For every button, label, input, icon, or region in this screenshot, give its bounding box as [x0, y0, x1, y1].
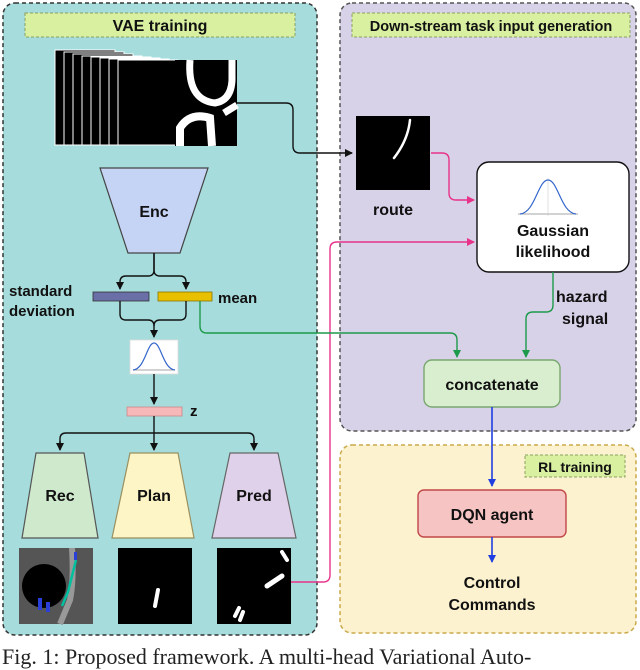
vae-title: VAE training	[113, 18, 208, 35]
pred-label: Pred	[236, 488, 272, 505]
rl-title-tag	[524, 454, 626, 478]
gaussian-label-line1: Gaussian	[517, 223, 589, 240]
std-bar	[92, 291, 150, 302]
pred-decoder	[211, 452, 297, 539]
front-road-image	[175, 59, 239, 147]
route-label: route	[373, 202, 413, 219]
vae-title-tag	[24, 12, 296, 38]
plan-output-image	[118, 548, 192, 624]
z-label: z	[190, 403, 198, 420]
dqn-agent-label: DQN agent	[451, 507, 534, 524]
control-label-line2: Commands	[448, 597, 535, 614]
latent-distribution-icon	[129, 339, 179, 375]
rec-decoder	[21, 452, 99, 539]
pred-output-image	[217, 548, 291, 624]
mean-bar	[157, 291, 213, 302]
rl-title: RL training	[538, 459, 612, 475]
gaussian-label-line2: likelihood	[516, 244, 591, 261]
hazard-label-line1: hazard	[556, 289, 608, 306]
control-label-line1: Control	[464, 575, 521, 592]
hazard-label-line2: signal	[562, 311, 608, 328]
z-bar	[126, 406, 183, 417]
plan-decoder	[111, 452, 195, 539]
gaussian-curve-icon	[518, 178, 578, 216]
downstream-title-tag	[351, 12, 631, 38]
encoder-label: Enc	[139, 204, 168, 221]
plan-label: Plan	[137, 488, 171, 505]
concatenate-label: concatenate	[445, 377, 538, 394]
std-label-line2: deviation	[9, 303, 75, 320]
downstream-title: Down-stream task input generation	[370, 19, 613, 35]
input-image-stack	[54, 49, 239, 147]
encoder-block	[99, 167, 209, 254]
std-label-line1: standard	[9, 283, 72, 300]
mean-label: mean	[218, 290, 257, 307]
rec-output-image	[19, 547, 93, 626]
rec-label: Rec	[45, 488, 74, 505]
figure-caption: Fig. 1: Proposed framework. A multi-head…	[2, 644, 532, 669]
route-image	[356, 116, 430, 190]
